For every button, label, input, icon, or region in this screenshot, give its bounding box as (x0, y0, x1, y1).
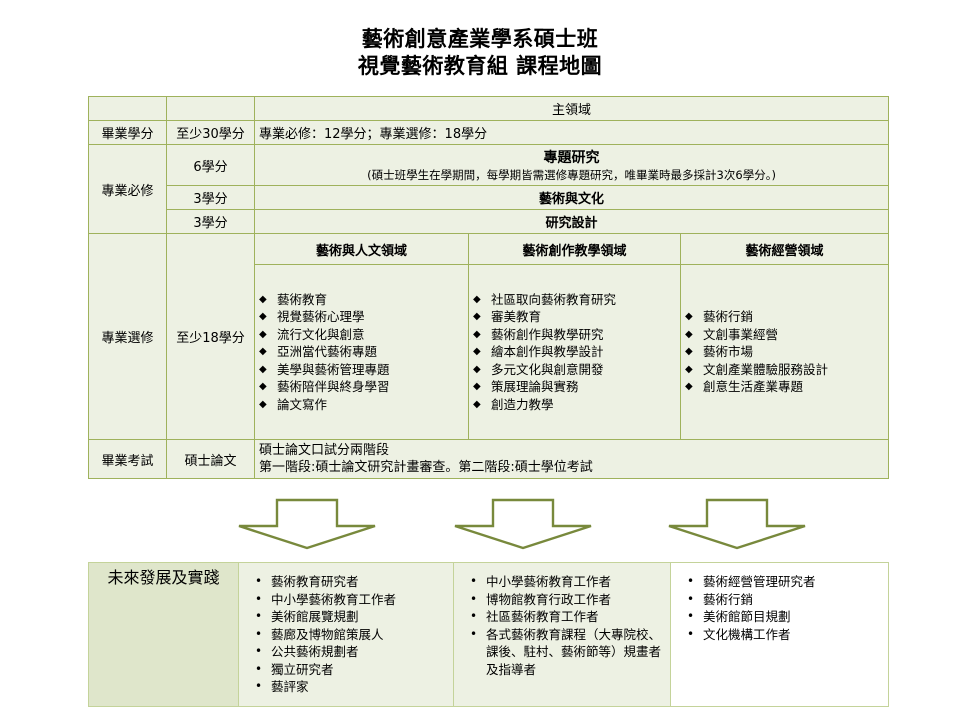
future-list-3: 藝術經營管理研究者藝術行銷美術館節目規劃文化機構工作者 (681, 573, 882, 643)
list-item: 藝術行銷 (681, 591, 882, 609)
table-row-main-domain: 主領域 (88, 96, 890, 121)
list-item: 社區藝術教育工作者 (464, 608, 664, 626)
exam-line-2: 第一階段:碩士論文研究計畫審查。第二階段:碩士學位考試 (259, 460, 593, 475)
table-row-exam: 畢業考試 碩士論文 碩士論文口試分兩階段 第一階段:碩士論文研究計畫審查。第二階… (88, 439, 890, 479)
list-item: 公共藝術規劃者 (249, 643, 447, 661)
list-item: 藝術教育 (259, 291, 464, 309)
list-item: 美學與藝術管理專題 (259, 361, 464, 379)
list-item: 創意生活產業專題 (685, 378, 884, 396)
list-item: 多元文化與創意開發 (473, 361, 676, 379)
list-item: 審美教育 (473, 308, 676, 326)
curriculum-map-table: 主領域 畢業學分 至少30學分 專業必修：12學分；專業選修：18學分 專業必修… (88, 96, 890, 479)
list-item: 美術館節目規劃 (681, 608, 882, 626)
blank-cell-b (166, 96, 255, 121)
elective-domain-header-2: 藝術創作教學領域 (468, 233, 681, 265)
required-credits-2: 3學分 (166, 185, 255, 210)
down-arrow-icon-2 (454, 498, 592, 550)
exam-label: 畢業考試 (88, 439, 167, 479)
table-row-elective-courses: 藝術教育視覺藝術心理學流行文化與創意亞洲當代藝術專題美學與藝術管理專題藝術陪伴與… (89, 264, 890, 440)
elective-course-list-1: 藝術教育視覺藝術心理學流行文化與創意亞洲當代藝術專題美學與藝術管理專題藝術陪伴與… (259, 291, 464, 414)
exam-credits: 碩士論文 (166, 439, 255, 479)
future-column-1: 藝術教育研究者中小學藝術教育工作者美術館展覽規劃藝廊及博物館策展人公共藝術規劃者… (238, 562, 454, 707)
list-item: 藝術市場 (685, 343, 884, 361)
required-subject-1: 專題研究 (碩士班學生在學期間，每學期皆需選修專題研究，唯畢業時最多採計3次6學… (253, 144, 890, 186)
table-row-elective-domain-headers: 專業選修 至少18學分 藝術與人文領域 藝術創作教學領域 藝術經營領域 (88, 233, 890, 440)
list-item: 藝術創作與教學研究 (473, 326, 676, 344)
page-title: 藝術創意產業學系碩士班 視覺藝術教育組 課程地圖 (0, 26, 960, 80)
required-credits-1: 6學分 (166, 144, 255, 186)
list-item: 策展理論與實務 (473, 378, 676, 396)
elective-course-list-3: 藝術行銷文創事業經營藝術市場文創產業體驗服務設計創意生活產業專題 (685, 308, 884, 396)
required-label: 專業必修 (88, 144, 167, 234)
required-credits-3: 3學分 (166, 209, 255, 234)
future-label: 未來發展及實踐 (88, 562, 239, 707)
down-arrow-icon-3 (668, 498, 806, 550)
graduation-credits-label: 畢業學分 (88, 120, 167, 145)
list-item: 視覺藝術心理學 (259, 308, 464, 326)
blank-cell-a (88, 96, 167, 121)
table-row-required-2: 3學分 藝術與文化 (89, 185, 890, 210)
list-item: 中小學藝術教育工作者 (249, 591, 447, 609)
required-subject-title-2: 藝術與文化 (253, 185, 890, 210)
list-item: 創造力教學 (473, 396, 676, 414)
required-subject-title-1: 專題研究 (543, 150, 600, 166)
elective-course-cell-3: 藝術行銷文創事業經營藝術市場文創產業體驗服務設計創意生活產業專題 (679, 264, 890, 440)
elective-credits: 至少18學分 (166, 233, 255, 440)
list-item: 藝評家 (249, 678, 447, 696)
list-item: 社區取向藝術教育研究 (473, 291, 676, 309)
main-domain-header: 主領域 (253, 96, 890, 121)
list-item: 中小學藝術教育工作者 (464, 573, 664, 591)
list-item: 文創產業體驗服務設計 (685, 361, 884, 379)
elective-domain-header-3: 藝術經營領域 (679, 233, 890, 265)
list-item: 獨立研究者 (249, 661, 447, 679)
future-column-2: 中小學藝術教育工作者博物館教育行政工作者社區藝術教育工作者各式藝術教育課程（大專… (453, 562, 671, 707)
list-item: 博物館教育行政工作者 (464, 591, 664, 609)
list-item: 論文寫作 (259, 396, 464, 414)
list-item: 藝廊及博物館策展人 (249, 626, 447, 644)
list-item: 流行文化與創意 (259, 326, 464, 344)
table-row-graduation-credits: 畢業學分 至少30學分 專業必修：12學分；專業選修：18學分 (88, 120, 890, 145)
title-line-1: 藝術創意產業學系碩士班 (361, 27, 599, 51)
list-item: 美術館展覽規劃 (249, 608, 447, 626)
required-subject-title-3: 研究設計 (253, 209, 890, 234)
elective-course-list-2: 社區取向藝術教育研究審美教育藝術創作與教學研究繪本創作與教學設計多元文化與創意開… (473, 291, 676, 414)
required-subject-note-1: (碩士班學生在學期間，每學期皆需選修專題研究，唯畢業時最多採計3次6學分。) (367, 168, 776, 182)
list-item: 文創事業經營 (685, 326, 884, 344)
list-item: 亞洲當代藝術專題 (259, 343, 464, 361)
list-item: 藝術行銷 (685, 308, 884, 326)
future-list-1: 藝術教育研究者中小學藝術教育工作者美術館展覽規劃藝廊及博物館策展人公共藝術規劃者… (249, 573, 447, 696)
title-line-2: 視覺藝術教育組 課程地圖 (357, 54, 603, 78)
list-item: 藝術陪伴與終身學習 (259, 378, 464, 396)
future-list-2: 中小學藝術教育工作者博物館教育行政工作者社區藝術教育工作者各式藝術教育課程（大專… (464, 573, 664, 678)
future-development-table: 未來發展及實踐 藝術教育研究者中小學藝術教育工作者美術館展覽規劃藝廊及博物館策展… (88, 562, 889, 707)
elective-domain-header-1: 藝術與人文領域 (254, 233, 469, 265)
list-item: 文化機構工作者 (681, 626, 882, 644)
graduation-credits-content: 專業必修：12學分；專業選修：18學分 (253, 120, 890, 145)
list-item: 各式藝術教育課程（大專院校、課後、駐村、藝術節等）規畫者及指導者 (464, 626, 664, 679)
down-arrow-icon-1 (238, 498, 376, 550)
future-column-3: 藝術經營管理研究者藝術行銷美術館節目規劃文化機構工作者 (670, 562, 889, 707)
exam-body: 碩士論文口試分兩階段 第一階段:碩士論文研究計畫審查。第二階段:碩士學位考試 (253, 439, 890, 479)
elective-course-cell-1: 藝術教育視覺藝術心理學流行文化與創意亞洲當代藝術專題美學與藝術管理專題藝術陪伴與… (254, 264, 469, 440)
table-row-required-1: 專業必修 6學分 專題研究 (碩士班學生在學期間，每學期皆需選修專題研究，唯畢業… (88, 144, 890, 234)
arrow-group (0, 498, 960, 550)
list-item: 藝術教育研究者 (249, 573, 447, 591)
elective-label: 專業選修 (88, 233, 167, 440)
elective-course-cell-2: 社區取向藝術教育研究審美教育藝術創作與教學研究繪本創作與教學設計多元文化與創意開… (468, 264, 681, 440)
graduation-credits-value: 至少30學分 (166, 120, 255, 145)
exam-line-1: 碩士論文口試分兩階段 (259, 443, 390, 458)
table-row-required-3: 3學分 研究設計 (89, 209, 890, 234)
list-item: 藝術經營管理研究者 (681, 573, 882, 591)
list-item: 繪本創作與教學設計 (473, 343, 676, 361)
future-row: 未來發展及實踐 藝術教育研究者中小學藝術教育工作者美術館展覽規劃藝廊及博物館策展… (88, 562, 889, 707)
